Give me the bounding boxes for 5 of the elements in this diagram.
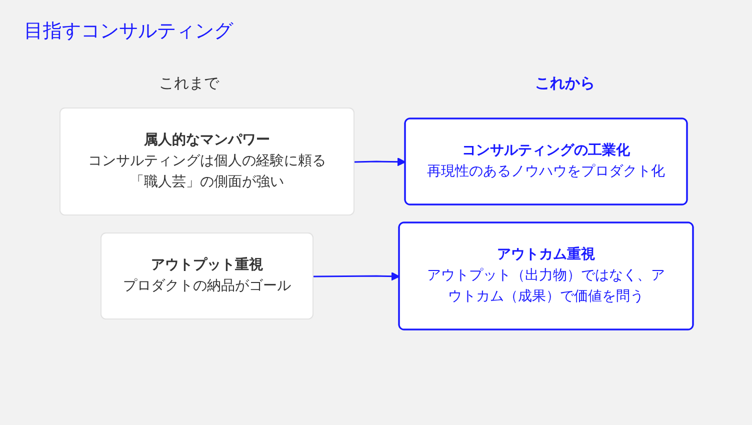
column-heading: これから: [534, 74, 596, 93]
arrow: [313, 272, 400, 281]
column-heading: これまで: [158, 74, 220, 93]
arrow: [354, 157, 406, 166]
diagram-title: 目指すコンサルティング: [24, 19, 233, 44]
